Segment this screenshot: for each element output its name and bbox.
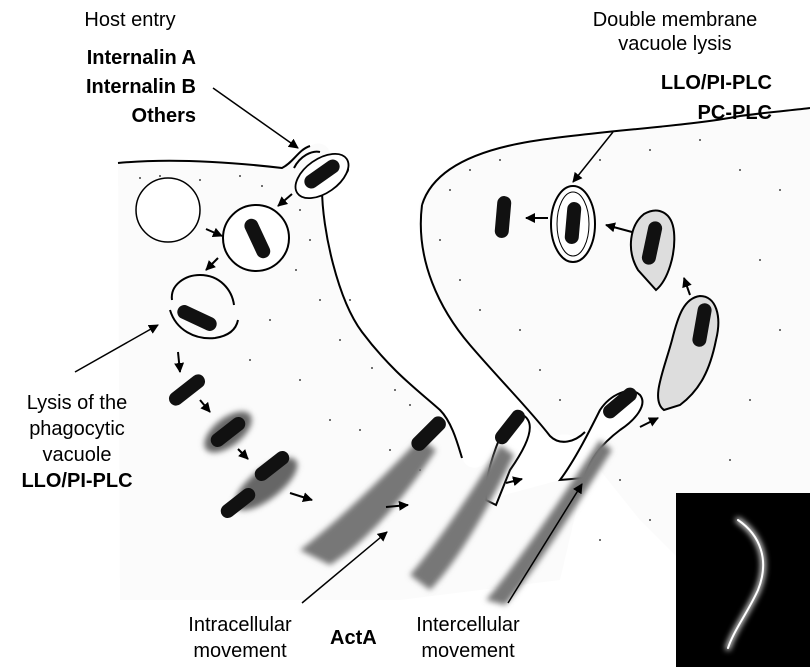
empty-vacuole	[136, 178, 200, 242]
factor-pc-plc: PC-PLC	[600, 98, 772, 128]
micrograph-inset	[676, 493, 810, 667]
phagocytic-lysis-line3: vacuole	[2, 442, 152, 468]
phagocytic-lysis-line2: phagocytic	[2, 416, 152, 442]
host-entry-title: Host entry	[60, 8, 200, 32]
host-entry-label-block: Host entry	[60, 8, 200, 32]
double-membrane-title-line1: Double membrane	[580, 8, 770, 32]
factor-others: Others	[20, 102, 196, 131]
double-membrane-factors: LLO/PI-PLC PC-PLC	[600, 68, 772, 128]
double-membrane-label-block: Double membrane vacuole lysis	[580, 8, 770, 56]
intercellular-movement-label: Intercellular movement	[398, 612, 538, 664]
intracellular-line1: Intracellular	[170, 612, 310, 638]
host-entry-factors: Internalin A Internalin B Others	[20, 44, 196, 131]
factor-llo-pi-plc-phagocytic: LLO/PI-PLC	[2, 468, 152, 494]
factor-internalin-a: Internalin A	[20, 44, 196, 73]
factor-llo-pi-plc-double: LLO/PI-PLC	[600, 68, 772, 98]
double-membrane-title-line2: vacuole lysis	[580, 32, 770, 56]
intercellular-line2: movement	[398, 638, 538, 664]
intracellular-line2: movement	[170, 638, 310, 664]
factor-internalin-b: Internalin B	[20, 73, 196, 102]
intercellular-line1: Intercellular	[398, 612, 538, 638]
phagocytic-lysis-label-block: Lysis of the phagocytic vacuole LLO/PI-P…	[2, 390, 152, 494]
acta-label: ActA	[330, 626, 377, 650]
intracellular-movement-label: Intracellular movement	[170, 612, 310, 664]
phagocytic-lysis-line1: Lysis of the	[2, 390, 152, 416]
